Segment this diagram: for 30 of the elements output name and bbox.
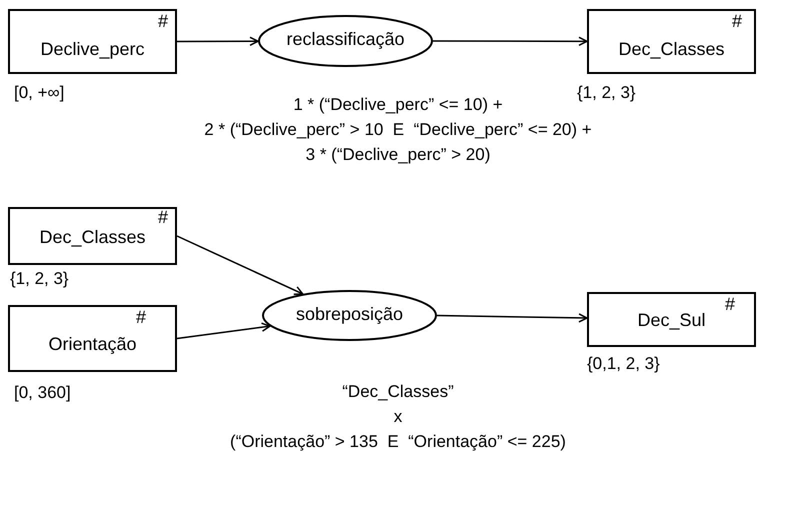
formula-text: 2 * (“Declive_perc” > 10 E “Declive_perc” <= 20) + (204, 120, 592, 140)
node-label: Orientação (47, 334, 138, 355)
value-range: {1, 2, 3} (10, 269, 69, 289)
node-label: Declive_perc (39, 39, 146, 60)
hash-mark: # (158, 11, 168, 32)
arrow (177, 36, 259, 46)
formula-text: “Dec_Classes” (342, 382, 454, 402)
node-label: reclassificação (285, 29, 406, 50)
node-label: Dec_Sul (636, 310, 707, 331)
value-range: {0,1, 2, 3} (587, 354, 660, 374)
operation-ellipse (258, 15, 433, 67)
node-label: sobreposição (294, 304, 404, 325)
value-range: [0, +∞] (14, 83, 64, 103)
formula-text: x (394, 407, 402, 427)
hash-mark: # (725, 294, 736, 315)
hash-mark: # (732, 11, 742, 32)
arrow (436, 313, 588, 323)
node-label: Dec_Classes (617, 39, 726, 60)
operation-ellipse (262, 290, 437, 341)
node-label: Dec_Classes (38, 227, 147, 248)
arrow (433, 36, 588, 46)
arrow (176, 235, 304, 295)
formula-text: 1 * (“Declive_perc” <= 10) + (293, 95, 503, 115)
value-range: [0, 360] (14, 383, 71, 403)
formula-text: (“Orientação” > 135 E “Orientação” <= 225) (230, 432, 566, 452)
hash-mark: # (158, 207, 168, 228)
formula-text: 3 * (“Declive_perc” > 20) (306, 145, 490, 165)
hash-mark: # (136, 307, 146, 328)
value-range: {1, 2, 3} (577, 83, 636, 103)
arrow (176, 322, 271, 340)
